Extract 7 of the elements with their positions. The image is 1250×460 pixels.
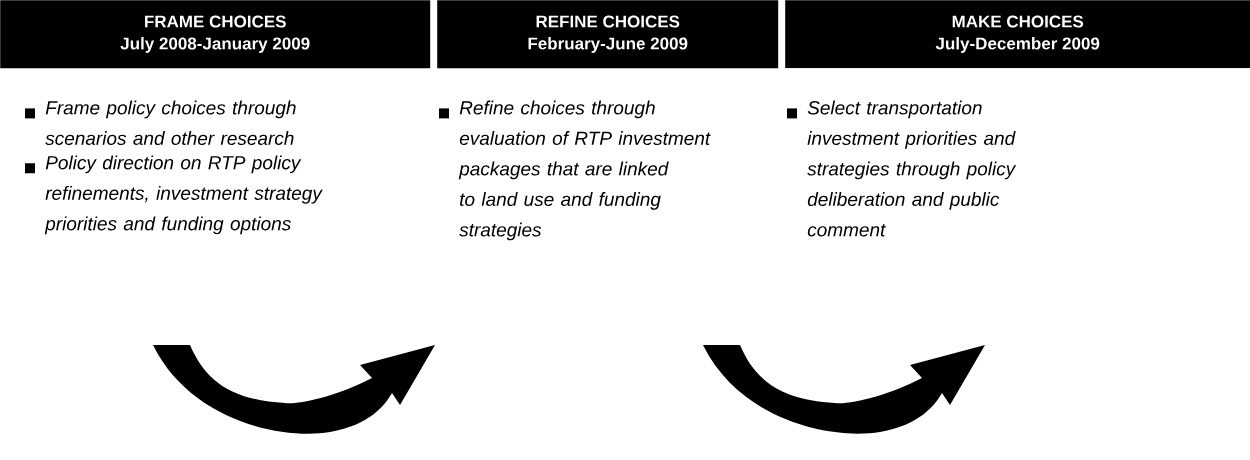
- header-box: FRAME CHOICES July 2008-January 2009: [0, 0, 431, 69]
- bullet-text: Policy direction on RTP policy refinements, investment strategy priorities and funding options: [44, 155, 323, 235]
- header-box: REFINE CHOICES February-June 2009: [437, 0, 779, 69]
- bullet-text: Select transportation investment priorities and strategies through policy deliberation and public comment: [807, 100, 1017, 237]
- bullet-text: Frame policy choices through scenarios and other research: [45, 100, 296, 146]
- header-box: MAKE CHOICES July-December 2009: [785, 0, 1250, 69]
- bullet-text: Refine choices through evaluation of RTP investment packages that are linked to land use and funding strategies: [458, 100, 711, 241]
